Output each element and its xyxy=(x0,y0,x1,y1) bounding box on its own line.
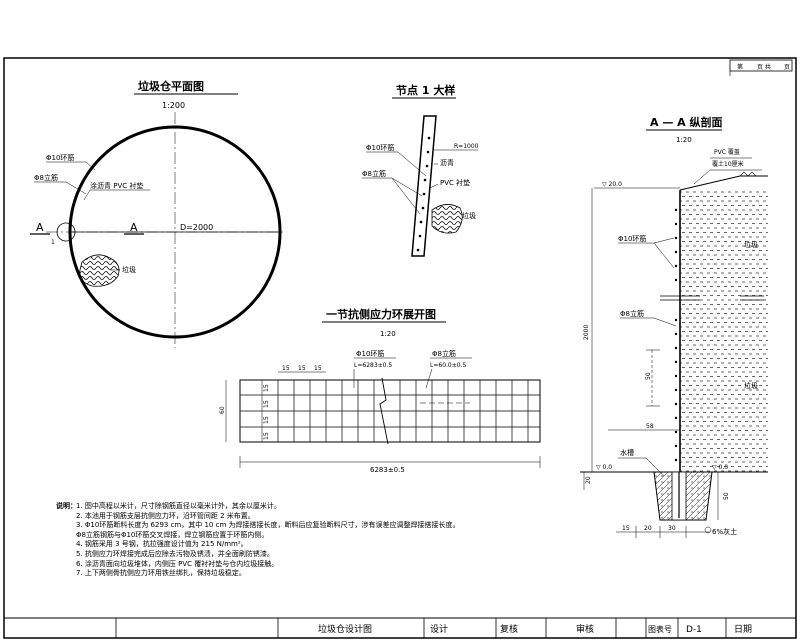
node-title: 节点 1 大样 xyxy=(396,83,455,97)
expansion-vspacing-2: 15 xyxy=(263,400,270,408)
expansion-spacing-3: 15 xyxy=(314,365,322,372)
expansion-drawing: 一节抗侧应力环展开图 1:20 15 15 15 15 15 15 15 60 xyxy=(219,307,541,474)
section-soil-backfill xyxy=(680,190,768,472)
expansion-ring-rebar-label: Φ10环筋 xyxy=(356,349,384,358)
title-block-design: 设计 xyxy=(430,623,448,635)
node-ring-rebar-label: Φ10环筋 xyxy=(366,143,394,152)
section-cover-mound xyxy=(679,175,768,191)
section-title: A — A 纵剖面 xyxy=(650,115,723,129)
section-vertical-rebar-label: Φ8立筋 xyxy=(620,309,644,318)
node-radius-label: R=1000 xyxy=(454,143,479,150)
node-garbage-hatch xyxy=(431,204,463,234)
design-notes: 说明： 1. 图中高程以米计，尺寸除钢筋直径以毫米计外，其余以厘米计。 2. 本… xyxy=(56,502,476,579)
title-block-review: 审核 xyxy=(576,623,594,635)
section-elev-ground: ▽ 0.0 xyxy=(712,464,728,471)
section-soil-cover-label: 覆土10厘米 xyxy=(712,160,744,168)
plan-title: 垃圾仓平面图 xyxy=(138,79,204,93)
note-item: 1. 图中高程以米计，尺寸除钢筋直径以毫米计外，其余以厘米计。 xyxy=(76,502,281,510)
note-item: 6. 涂沥青面向垃圾堆体，内侧压 PVC 覆衬衬垫与仓内垃圾接触。 xyxy=(76,559,279,568)
notes-list: 1. 图中高程以米计，尺寸除钢筋直径以毫米计外，其余以厘米计。 2. 本池用于钢… xyxy=(56,502,476,579)
title-block: 垃圾仓设计图 设计 复核 审核 图表号 D-1 日期 xyxy=(4,617,796,638)
sheet-frame xyxy=(3,57,797,639)
section-soil-label: 6%灰土 xyxy=(712,527,737,536)
diameter-label: D=2000 xyxy=(180,223,213,232)
section-dim-15: 15 xyxy=(622,525,630,532)
section-height: 2000 xyxy=(583,325,590,340)
expansion-spacing-2: 15 xyxy=(298,365,306,372)
node-callout-circle xyxy=(56,222,76,242)
notes-title: 说明： xyxy=(56,502,77,510)
node-pvc-label: PVC 衬垫 xyxy=(440,178,470,187)
node-vertical-rebar-label: Φ8立筋 xyxy=(362,169,386,178)
section-rebar-dots xyxy=(674,208,678,462)
title-block-name: 垃圾仓设计图 xyxy=(318,623,372,635)
note-item: 2. 本池用于钢筋支层抗侧应力环，沿环管间距 2 米布置。 xyxy=(76,511,255,520)
note-item: 5. 抗侧应力环焊接完成后应除去污物及锈渍，并全面刷防锈漆。 xyxy=(76,549,274,558)
expansion-vertical-length: L=60.0±0.5 xyxy=(430,362,466,369)
expansion-ring-length: L=6283±0.5 xyxy=(354,362,392,369)
corner-box: 第 页 共 页 xyxy=(729,59,793,76)
node-asphalt-label: 沥青 xyxy=(440,158,454,167)
node-rebar-dots xyxy=(416,136,431,252)
corner-pages-label: 页 共 xyxy=(757,63,771,71)
corner-page-suffix: 页 xyxy=(784,64,790,71)
expansion-scale: 1:20 xyxy=(380,330,396,338)
section-scale: 1:20 xyxy=(676,136,692,144)
section-dim-58: 58 xyxy=(646,423,654,430)
section-dim-20b: 20 xyxy=(644,525,652,532)
expansion-spacing-1: 15 xyxy=(282,365,290,372)
expansion-total-length: 6283±0.5 xyxy=(370,466,405,474)
plan-pvc-label: 涂沥青 PVC 衬垫 xyxy=(90,181,143,190)
expansion-vspacing-4: 15 xyxy=(263,432,270,440)
node-callout-number: 1 xyxy=(51,239,55,246)
plan-scale: 1:200 xyxy=(162,101,185,110)
node-garbage-label: 垃圾 xyxy=(462,211,476,220)
expansion-vspacing-3: 15 xyxy=(263,416,270,424)
section-ring-rebar-label: Φ10环筋 xyxy=(618,234,646,243)
note-item: Φ8立筋钢筋与Φ10环筋交叉焊接，焊立钢筋应置于环筋内侧。 xyxy=(76,530,269,539)
section-gap-dim: 50 xyxy=(645,372,652,380)
note-item: 3. Φ10环筋断料长度为 6293 cm，其中 10 cm 为焊接搭接长度，断… xyxy=(76,521,460,530)
expansion-height: 60 xyxy=(219,406,226,414)
section-concrete-label: 水槽 xyxy=(620,448,634,457)
expansion-vspacing-1: 15 xyxy=(263,384,270,392)
section-view: A — A 纵剖面 1:20 ▽ 20.0 2000 PVC 覆盖 覆土10厘米 xyxy=(580,115,768,538)
section-dim-20: 20 xyxy=(585,476,592,484)
expansion-mesh-lines xyxy=(240,380,540,442)
section-elev-base: ▽ 0.0 xyxy=(596,464,612,471)
expansion-title: 一节抗侧应力环展开图 xyxy=(326,307,436,321)
title-block-date: 日期 xyxy=(734,624,752,635)
title-block-drawing-no-label: 图表号 xyxy=(648,624,672,634)
node-detail: 节点 1 大样 垃圾 Φ10环筋 R=1000 沥青 Φ8立筋 PVC 衬垫 xyxy=(362,83,479,257)
section-garbage-label-2: 垃圾 xyxy=(744,381,758,390)
plan-vertical-rebar-label: Φ8立筋 xyxy=(34,173,58,182)
section-dim-50: 50 xyxy=(723,492,730,500)
expansion-vertical-rebar-label: Φ8立筋 xyxy=(432,349,456,358)
title-block-drawing-no: D-1 xyxy=(686,625,702,635)
section-garbage-label-1: 垃圾 xyxy=(744,240,758,249)
note-item: 4. 钢筋采用 3 号钢，抗拉强度设计值为 215 N/mm²。 xyxy=(76,540,248,549)
plan-ring-rebar-label: Φ10环筋 xyxy=(46,153,74,162)
section-elev-top: ▽ 20.0 xyxy=(602,181,622,188)
section-pvc-cover-label: PVC 覆盖 xyxy=(714,148,740,156)
section-dim-30: 30 xyxy=(668,525,676,532)
plan-garbage-hatch xyxy=(79,254,120,287)
corner-sheet-label: 第 xyxy=(737,63,743,71)
section-mark-left: A xyxy=(36,221,44,234)
plan-garbage-label: 垃圾 xyxy=(122,265,136,274)
plan-view: 垃圾仓平面图 1:200 D=2000 1 A A 垃圾 Φ10环筋 Φ8立筋 … xyxy=(30,79,286,348)
node-wall xyxy=(411,115,437,257)
section-mark-right: A xyxy=(130,221,138,234)
title-block-check: 复核 xyxy=(500,623,518,635)
note-item: 7. 上下两侧骨抗侧应力环用铁丝绑扎，保持垃圾稳定。 xyxy=(76,569,246,578)
